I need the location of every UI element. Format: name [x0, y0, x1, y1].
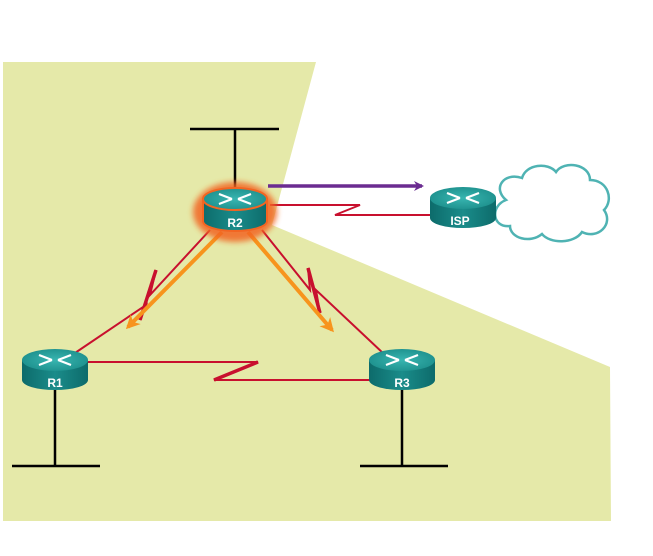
router-r2[interactable]: R2 — [193, 182, 277, 242]
router-label: R2 — [227, 216, 243, 230]
router-icon — [446, 191, 480, 205]
router-r1[interactable]: R1 — [22, 349, 88, 390]
router-isp[interactable]: ISP — [430, 187, 496, 228]
router-label: ISP — [450, 214, 469, 228]
router-icon — [385, 353, 419, 367]
router-icon — [218, 192, 252, 206]
route-propagation-arrow-r1 — [125, 230, 224, 330]
serial-symbol — [306, 267, 322, 314]
route-propagation-arrow-r3 — [246, 230, 334, 333]
lan-r3 — [360, 390, 448, 468]
serial-symbol — [213, 360, 259, 382]
lan-r1 — [12, 390, 100, 468]
router-label: R3 — [394, 376, 410, 390]
routing-domain-area — [3, 62, 611, 521]
internet-cloud-icon — [494, 163, 610, 243]
lan-r2 — [190, 127, 279, 188]
router-r3[interactable]: R3 — [369, 349, 435, 390]
router-label: R1 — [47, 376, 63, 390]
serial-link-r2-isp — [270, 204, 432, 216]
router-icon — [38, 353, 72, 367]
